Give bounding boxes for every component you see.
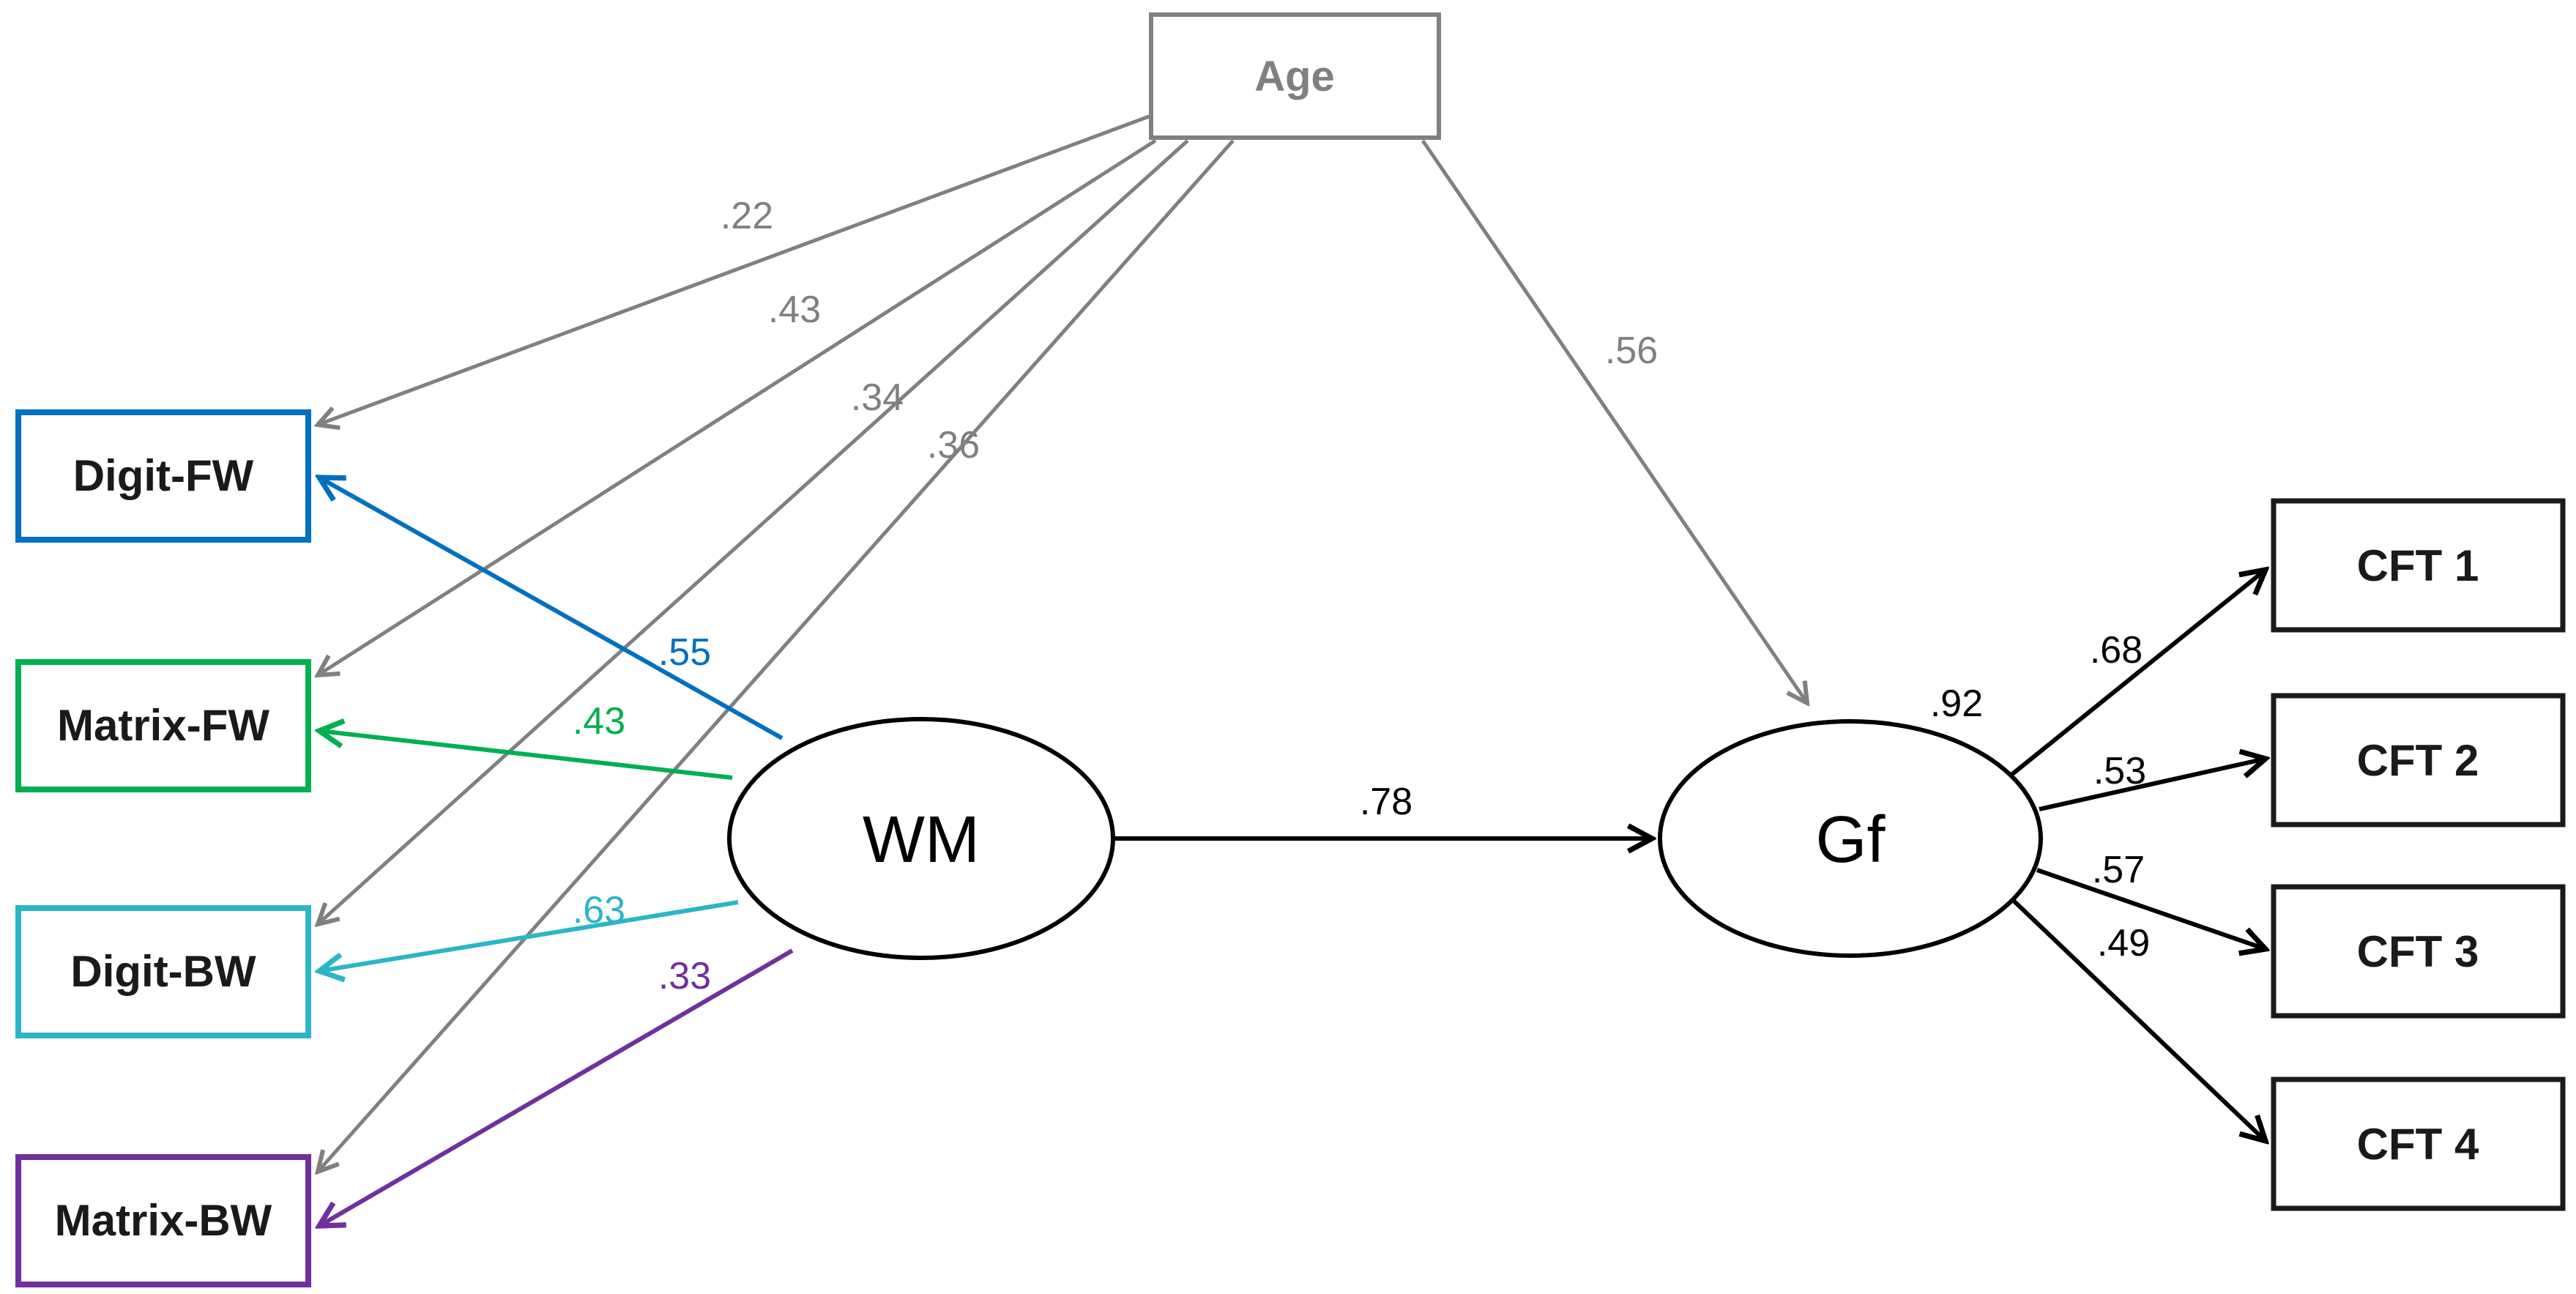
coef-age-matrix-bw: .36 bbox=[927, 424, 980, 466]
node-matrix-fw-label: Matrix-FW bbox=[57, 701, 269, 750]
node-cft3 bbox=[2271, 884, 2566, 1019]
node-cft4 bbox=[2271, 1077, 2566, 1211]
coef-wm-matrix-fw: .43 bbox=[573, 700, 625, 743]
path-wm-to-digit-bw bbox=[319, 900, 739, 971]
node-digit-bw bbox=[15, 905, 311, 1038]
node-cft2 bbox=[2271, 693, 2566, 828]
coef-wm-matrix-bw: .33 bbox=[658, 955, 711, 997]
node-matrix-fw bbox=[15, 659, 311, 792]
node-cft2-label: CFT 2 bbox=[2357, 736, 2479, 785]
coef-gf-cft1: .68 bbox=[2090, 629, 2143, 672]
node-matrix-bw-label: Matrix-BW bbox=[55, 1196, 272, 1245]
coef-age-digit-fw: .22 bbox=[721, 195, 773, 237]
path-wm-to-matrix-bw bbox=[319, 948, 794, 1226]
path-age-to-matrix-fw bbox=[318, 138, 1157, 675]
node-wm bbox=[727, 717, 1115, 960]
coef-age-gf: .56 bbox=[1605, 330, 1658, 372]
coef-gf-cft3: .57 bbox=[2092, 849, 2145, 891]
node-cft1 bbox=[2271, 498, 2566, 633]
node-gf-label: Gf bbox=[1815, 803, 1886, 877]
path-gf-to-cft1 bbox=[2006, 570, 2266, 780]
node-wm-label: WM bbox=[863, 803, 980, 877]
path-gf-to-cft4 bbox=[2011, 899, 2266, 1141]
path-wm-to-matrix-fw bbox=[319, 731, 733, 780]
node-gf bbox=[1658, 719, 2043, 958]
path-age-to-digit-fw bbox=[318, 114, 1152, 425]
path-gf-to-cft2 bbox=[2039, 759, 2266, 811]
coef-age-digit-bw: .34 bbox=[851, 376, 904, 419]
node-digit-fw-label: Digit-FW bbox=[73, 451, 254, 500]
coef-age-matrix-fw: .43 bbox=[768, 289, 821, 331]
node-cft1-label: CFT 1 bbox=[2357, 541, 2479, 590]
coef-wm-gf: .78 bbox=[1360, 781, 1412, 823]
node-cft3-label: CFT 3 bbox=[2357, 927, 2479, 976]
coef-wm-digit-fw: .55 bbox=[658, 631, 711, 674]
node-cft4-label: CFT 4 bbox=[2357, 1120, 2479, 1169]
coef-wm-digit-bw: .63 bbox=[573, 889, 625, 932]
node-age-label: Age bbox=[1254, 53, 1335, 100]
path-age-to-matrix-bw bbox=[318, 139, 1235, 1172]
coef-gf-cft4: .49 bbox=[2097, 922, 2150, 964]
path-wm-to-digit-fw bbox=[319, 477, 783, 740]
path-gf-to-cft3 bbox=[2036, 868, 2266, 949]
path-age-to-gf bbox=[1421, 139, 1807, 703]
node-age bbox=[1149, 12, 1441, 140]
node-digit-bw-label: Digit-BW bbox=[70, 947, 256, 996]
coef-gf-variance: .92 bbox=[1930, 683, 1983, 725]
coef-gf-cft2: .53 bbox=[2093, 750, 2146, 792]
node-digit-fw bbox=[15, 409, 311, 543]
node-matrix-bw bbox=[15, 1154, 311, 1287]
path-age-to-digit-bw bbox=[318, 139, 1189, 924]
